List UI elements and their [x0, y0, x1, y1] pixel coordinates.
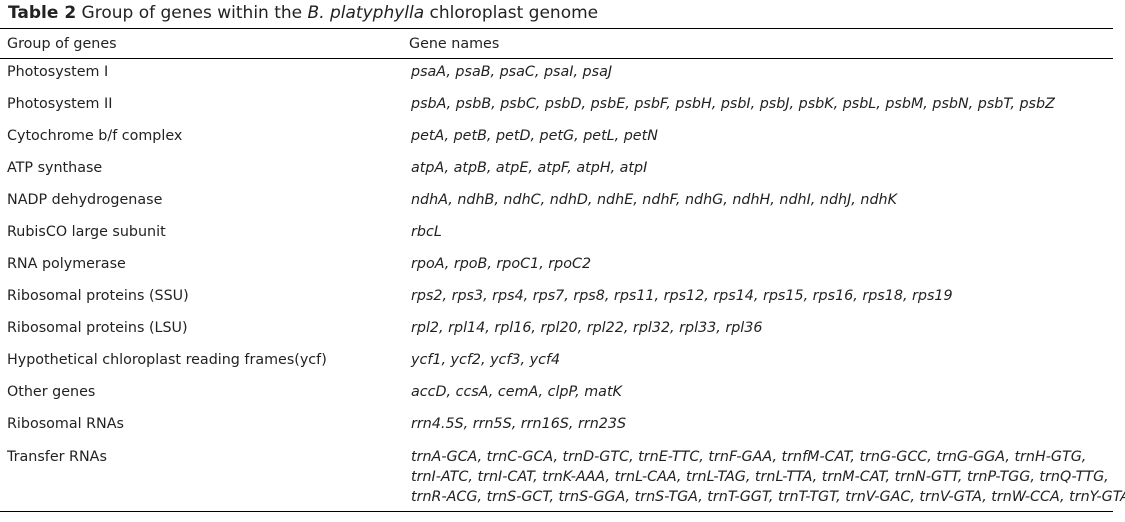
gene-names-cell: trnA-GCA, trnC-GCA, trnD-GTC, trnE-TTC, … [402, 443, 1125, 512]
table-row: Hypothetical chloroplast reading frames(… [0, 347, 1113, 379]
gene-names-cell: rbcL [402, 219, 1113, 251]
table-row: Cytochrome b/f complex petA, petB, petD, … [0, 123, 1113, 155]
table-row: RNA polymerase rpoA, rpoB, rpoC1, rpoC2 [0, 251, 1113, 283]
header-group-of-genes: Group of genes [7, 35, 117, 52]
gene-names-cell: rrn4.5S, rrn5S, rrn16S, rrn23S [402, 411, 1113, 443]
gene-names-line: trnI-ATC, trnI-CAT, trnK-AAA, trnL-CAA, … [411, 469, 1109, 485]
gene-names-line: psbA, psbB, psbC, psbD, psbE, psbF, psbH… [411, 96, 1055, 112]
table-row: Other genes accD, ccsA, cemA, clpP, matK [0, 379, 1113, 411]
table-row: Ribosomal proteins (LSU) rpl2, rpl14, rpl… [0, 315, 1113, 347]
gene-names-line: rps2, rps3, rps4, rps7, rps8, rps11, rps… [411, 288, 953, 304]
table-row: NADP dehydrogenase ndhA, ndhB, ndhC, ndhD… [0, 187, 1113, 219]
gene-names-line: atpA, atpB, atpE, atpF, atpH, atpI [411, 160, 648, 176]
table-title: Table 2 Group of genes within the B. pla… [8, 3, 598, 23]
table-label: Table 2 [8, 3, 77, 23]
title-text-post: chloroplast genome [424, 3, 599, 23]
group-cell: Ribosomal proteins (SSU) [7, 288, 189, 304]
table-row: ATP synthase atpA, atpB, atpE, atpF, atpH… [0, 155, 1113, 187]
gene-names-line: rpoA, rpoB, rpoC1, rpoC2 [411, 256, 592, 272]
title-text-pre: Group of genes within the [76, 3, 308, 23]
gene-names-line: psaA, psaB, psaC, psaI, psaJ [411, 64, 613, 80]
gene-groups-table: Group of genes Gene names Photosystem I p… [0, 28, 1125, 512]
gene-names-line: rpl2, rpl14, rpl16, rpl20, rpl22, rpl32,… [411, 320, 763, 336]
gene-names-cell: rpl2, rpl14, rpl16, rpl20, rpl22, rpl32,… [402, 315, 1113, 347]
table-row: RubisCO large subunit rbcL [0, 219, 1113, 251]
gene-names-cell: psbA, psbB, psbC, psbD, psbE, psbF, psbH… [402, 91, 1113, 123]
gene-names-line: ycf1, ycf2, ycf3, ycf4 [411, 352, 561, 368]
title-species: B. platyphylla [307, 3, 425, 23]
gene-names-cell: ycf1, ycf2, ycf3, ycf4 [402, 347, 1113, 379]
table-row: Transfer RNAs trnA-GCA, trnC-GCA, trnD-GT… [0, 443, 1125, 512]
group-cell: Hypothetical chloroplast reading frames(… [7, 352, 327, 368]
gene-names-line: petA, petB, petD, petG, petL, petN [411, 128, 658, 144]
header-gene-names: Gene names [409, 35, 500, 52]
gene-names-line: rrn4.5S, rrn5S, rrn16S, rrn23S [411, 416, 627, 432]
gene-names-cell: accD, ccsA, cemA, clpP, matK [402, 379, 1113, 411]
gene-names-cell: atpA, atpB, atpE, atpF, atpH, atpI [402, 155, 1113, 187]
group-cell: Cytochrome b/f complex [7, 128, 183, 144]
gene-names-cell: rpoA, rpoB, rpoC1, rpoC2 [402, 251, 1113, 283]
gene-names-line: trnA-GCA, trnC-GCA, trnD-GTC, trnE-TTC, … [411, 449, 1087, 465]
group-cell: Other genes [7, 384, 96, 400]
table-row: Ribosomal proteins (SSU) rps2, rps3, rps4… [0, 283, 1113, 315]
table-body: Photosystem I psaA, psaB, psaC, psaI, psa… [0, 59, 1125, 512]
gene-names-line: ndhA, ndhB, ndhC, ndhD, ndhE, ndhF, ndhG… [411, 192, 897, 208]
table-header-row: Group of genes Gene names [0, 28, 1113, 59]
table-row: Ribosomal RNAs rrn4.5S, rrn5S, rrn16S, rr… [0, 411, 1113, 443]
gene-names-cell: petA, petB, petD, petG, petL, petN [402, 123, 1113, 155]
gene-names-cell: psaA, psaB, psaC, psaI, psaJ [402, 59, 1113, 92]
group-cell: Ribosomal RNAs [7, 416, 124, 432]
group-cell: Ribosomal proteins (LSU) [7, 320, 188, 336]
group-cell: RNA polymerase [7, 256, 126, 272]
gene-names-cell: rps2, rps3, rps4, rps7, rps8, rps11, rps… [402, 283, 1113, 315]
group-cell: NADP dehydrogenase [7, 192, 163, 208]
table-row: Photosystem II psbA, psbB, psbC, psbD, ps… [0, 91, 1113, 123]
gene-names-line: rbcL [411, 224, 442, 240]
table-row: Photosystem I psaA, psaB, psaC, psaI, psa… [0, 59, 1113, 92]
group-cell: ATP synthase [7, 160, 103, 176]
gene-names-line: trnR-ACG, trnS-GCT, trnS-GGA, trnS-TGA, … [411, 489, 1125, 505]
group-cell: Photosystem II [7, 96, 113, 112]
gene-names-cell: ndhA, ndhB, ndhC, ndhD, ndhE, ndhF, ndhG… [402, 187, 1113, 219]
group-cell: Transfer RNAs [7, 449, 107, 465]
group-cell: RubisCO large subunit [7, 224, 166, 240]
gene-names-line: accD, ccsA, cemA, clpP, matK [411, 384, 622, 400]
group-cell: Photosystem I [7, 64, 109, 80]
